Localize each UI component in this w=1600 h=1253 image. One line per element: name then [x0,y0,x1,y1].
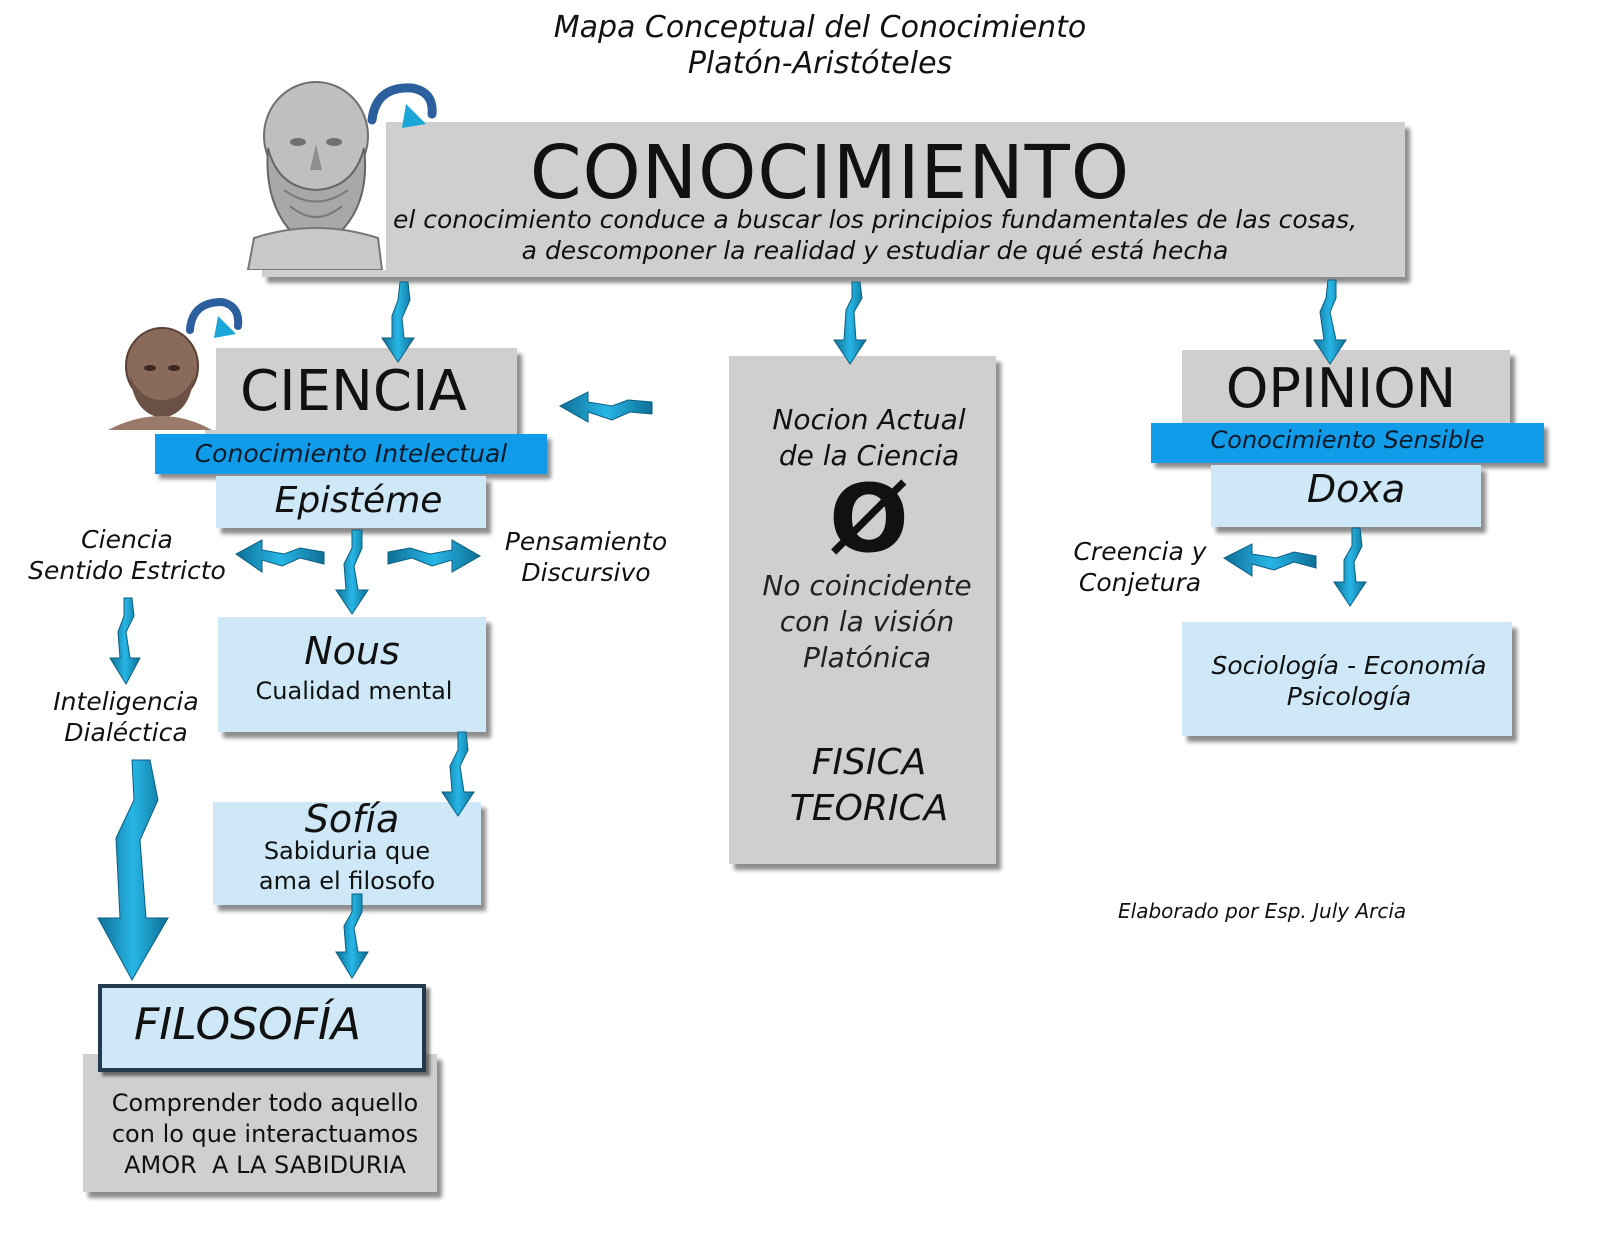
filosofia-node [98,984,426,1072]
arrow-to-nous [335,529,369,615]
fisica-teorica-text: FISICA TEORICA [729,740,1009,832]
center-line2: de la Ciencia [778,439,960,472]
root-title: CONOCIMIENTO [529,130,1131,216]
sociologia-node [1182,622,1512,736]
aristotle-bust-icon [104,326,216,430]
pensamiento-discursivo-label: Pensamiento Discursivo [496,526,676,588]
root-description: el conocimiento conduce a buscar los pri… [370,204,1380,266]
no-coincidente-text: No coincidente con la visión Platónica [729,568,1005,676]
sofia-description: Sabiduria que ama el filosofo [213,836,481,896]
arrow-sofia-to-filosofia [335,893,369,979]
swirl-decoration-icon-2 [186,297,243,338]
empty-set-symbol: Ø [829,465,909,574]
arrow-to-nocion [833,281,867,365]
sofia-desc-line1: Sabiduria que [263,837,431,865]
doxa-title: Doxa [1306,467,1406,511]
nous-title: Nous [304,629,400,673]
ciencia-sentido-estricto-label: Ciencia Sentido Estricto [22,524,232,586]
opinion-title: OPINION [1225,357,1457,420]
center-line7: TEORICA [789,788,949,829]
opinion-band [1151,423,1544,463]
opinion-fields-line1: Sociología - Economía [1211,651,1487,680]
nous-node [218,617,486,732]
arrow-to-pensamiento [387,539,482,573]
opinion-fields-line2: Psicología [1286,682,1412,711]
pensamiento-line1: Pensamiento [504,527,668,556]
arrow-to-sentido-estricto [235,539,325,573]
inteligencia-dialectica-label: Inteligencia Dialéctica [36,686,216,748]
arrow-to-opinion [1313,279,1347,365]
arrow-to-inteligencia [109,597,141,686]
filosofia-desc-line2: con lo que interactuamos [111,1120,419,1148]
root-desc-line1: el conocimiento conduce a buscar los pri… [392,205,1358,234]
sofia-node [213,802,481,905]
filosofia-description-box [83,1054,437,1192]
opinion-left-line1: Creencia y [1073,537,1207,566]
plato-bust-icon [244,78,386,270]
nocion-actual-text: Nocion Actual de la Ciencia [729,402,1009,474]
filosofia-description: Comprender todo aquello con lo que inter… [83,1088,447,1181]
arrow-center-to-ciencia [558,391,653,423]
map-title-line2: Platón-Aristóteles [687,46,953,81]
doxa-node [1211,465,1481,527]
center-line4: con la visión [779,605,955,638]
sofia-desc-line2: ama el filosofo [258,867,436,895]
filosofia-desc-line3: AMOR A LA SABIDURIA [124,1151,406,1179]
center-line5: Platónica [802,641,931,674]
sociologia-text: Sociología - Economía Psicología [1182,650,1516,712]
ciencia-band [155,434,547,474]
swirl-decoration-icon [367,83,437,128]
episteme-title: Epistéme [274,480,443,521]
ciencia-node [205,348,517,438]
center-line1: Nocion Actual [772,403,966,436]
sofia-title: Sofía [304,797,400,841]
center-line3: No coincidente [762,569,972,602]
arrow-to-ciencia [381,281,415,363]
center-line6: FISICA [811,742,927,783]
ciencia-band-label: Conocimiento Intelectual [194,439,508,468]
filosofia-title: FILOSOFÍA [134,999,362,1050]
ciencia-left-line2: Sentido Estricto [28,556,226,585]
inteligencia-line1: Inteligencia [53,687,199,716]
map-title-line1: Mapa Conceptual del Conocimiento [553,10,1087,45]
opinion-band-label: Conocimiento Sensible [1210,426,1485,454]
arrow-to-filosofia-big [97,759,169,982]
pensamiento-line2: Discursivo [521,558,651,587]
ciencia-title: CIENCIA [240,359,467,424]
nous-description: Cualidad mental [255,677,453,705]
nocion-actual-node [729,356,996,864]
root-desc-line2: a descomponer la realidad y estudiar de … [521,236,1229,265]
inteligencia-line2: Dialéctica [64,718,188,747]
arrow-to-sociologia [1333,527,1367,607]
arrow-to-sofia [441,731,475,817]
ciencia-left-line1: Ciencia [81,525,173,554]
opinion-node [1182,350,1510,432]
creencia-conjetura-label: Creencia y Conjetura [1055,536,1225,598]
root-node [262,122,1405,277]
opinion-left-line2: Conjetura [1078,568,1202,597]
filosofia-desc-line1: Comprender todo aquello [111,1089,419,1117]
episteme-node [216,476,486,528]
arrow-to-creencia [1222,543,1317,577]
credit-text: Elaborado por Esp. July Arcia [1118,899,1407,923]
map-title: Mapa Conceptual del Conocimiento Platón-… [500,10,1140,82]
